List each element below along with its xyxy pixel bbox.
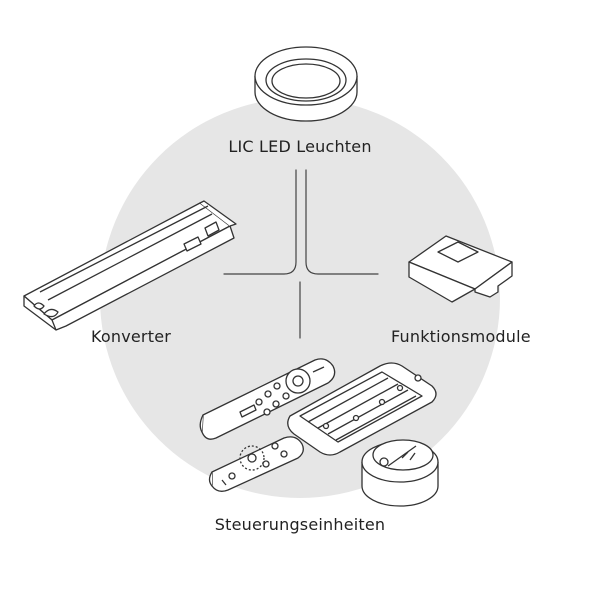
- label-control-units: Steuerungseinheiten: [214, 515, 386, 534]
- label-converter: Konverter: [91, 327, 172, 346]
- label-function-modules: Funktionsmodule: [391, 327, 531, 346]
- wall-button-icon: [361, 439, 439, 507]
- led-downlight-icon: [254, 46, 358, 122]
- smartphone-icon: [287, 362, 437, 456]
- remote-control-icon: [199, 358, 336, 440]
- connector-lines: [223, 169, 379, 339]
- label-led-luminaires: LIC LED Leuchten: [228, 137, 372, 156]
- function-module-icon: [408, 235, 513, 303]
- small-remote-icon: [208, 436, 304, 492]
- converter-icon: [23, 200, 237, 331]
